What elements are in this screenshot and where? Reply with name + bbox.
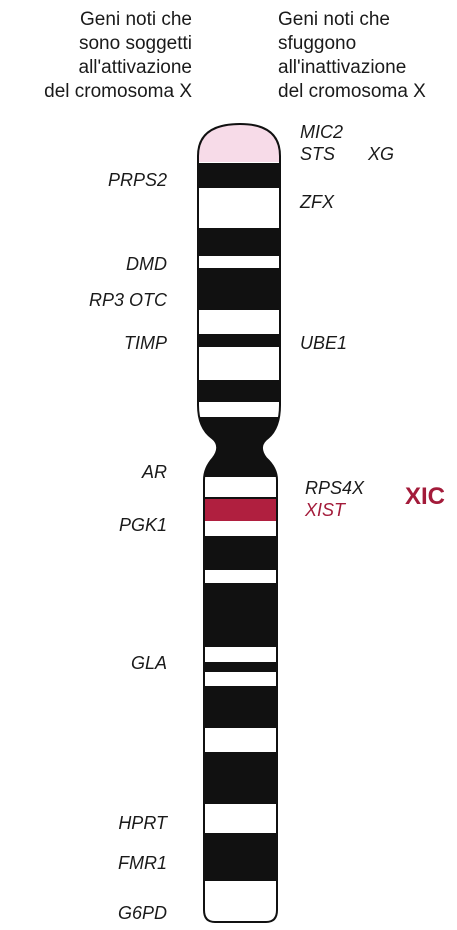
gene-label-ar: AR	[141, 462, 167, 482]
chromosome-outline	[197, 122, 281, 923]
gene-label-timp: TIMP	[124, 333, 167, 353]
band-5	[198, 380, 280, 402]
band-12	[198, 833, 280, 881]
gene-label-rp3-otc: RP3 OTC	[88, 290, 167, 310]
band-1	[198, 163, 280, 188]
gene-label-hprt: HPRT	[118, 813, 167, 833]
gene-label-zfx: ZFX	[300, 192, 334, 212]
gene-label-gla: GLA	[130, 653, 167, 673]
band-6	[198, 497, 280, 499]
gene-label-pgk1: PGK1	[118, 515, 167, 535]
band-7	[198, 536, 280, 570]
band-4	[198, 334, 280, 347]
band-3	[198, 268, 280, 310]
heading-escape-inactivation: Geni noti che sfuggono all'inattivazione…	[278, 9, 426, 102]
band-9	[198, 662, 280, 672]
gene-label-rps4x: RPS4X	[305, 478, 365, 498]
gene-label-prps2: PRPS2	[107, 170, 167, 190]
gene-label-xist: XIST	[305, 500, 346, 520]
heading-subject-to-inactivation: Geni noti che sono soggetti all'attivazi…	[44, 9, 192, 102]
xic-region-label: XIC	[405, 483, 446, 510]
gene-label-dmd: DMD	[126, 254, 167, 274]
gene-label-ube1: UBE1	[300, 333, 348, 353]
gene-label-mic2: MIC2	[300, 122, 344, 142]
gene-label-xg: XG	[368, 144, 395, 164]
band-10	[198, 686, 280, 728]
band-8	[198, 583, 280, 647]
band-11	[198, 752, 280, 804]
xic-band	[198, 499, 280, 521]
band-2	[198, 228, 280, 256]
gene-label-g6pd: G6PD	[117, 903, 167, 923]
gene-label-sts: STS	[300, 144, 336, 164]
gene-label-fmr1: FMR1	[118, 853, 167, 873]
